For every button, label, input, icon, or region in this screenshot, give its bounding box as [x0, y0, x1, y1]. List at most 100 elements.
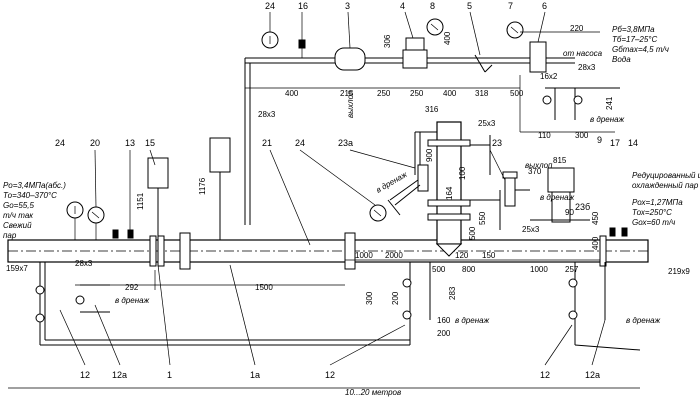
svg-text:т/ч так: т/ч так: [3, 211, 34, 220]
svg-text:1000: 1000: [355, 251, 373, 260]
svg-text:15: 15: [145, 138, 155, 148]
svg-text:в дренаж: в дренаж: [626, 316, 661, 325]
svg-text:1а: 1а: [250, 370, 260, 380]
svg-text:1: 1: [167, 370, 172, 380]
svg-text:370: 370: [528, 167, 542, 176]
svg-text:10...20 метров: 10...20 метров: [345, 388, 401, 397]
svg-text:250: 250: [410, 89, 424, 98]
svg-text:28x3: 28x3: [75, 259, 93, 268]
svg-text:200: 200: [437, 329, 451, 338]
svg-text:23: 23: [492, 138, 502, 148]
svg-text:219x9: 219x9: [668, 267, 690, 276]
svg-text:от насоса: от насоса: [563, 49, 603, 58]
svg-text:12: 12: [325, 370, 335, 380]
svg-text:90: 90: [565, 208, 574, 217]
svg-text:12а: 12а: [112, 370, 127, 380]
svg-text:400: 400: [443, 31, 452, 45]
svg-text:14: 14: [628, 138, 638, 148]
svg-text:Свежий: Свежий: [3, 221, 32, 230]
main-pipe-flanges: [149, 232, 607, 270]
params-top-right: Рб=3,8МПа Тб=17–25°С Gбmax=4,5 т/ч Вода …: [563, 25, 669, 64]
water-line: [244, 37, 575, 225]
svg-text:318: 318: [475, 89, 489, 98]
svg-text:24: 24: [295, 138, 305, 148]
svg-text:6: 6: [542, 1, 547, 11]
svg-text:20: 20: [90, 138, 100, 148]
svg-text:28x3: 28x3: [258, 110, 276, 119]
svg-text:23а: 23а: [338, 138, 353, 148]
svg-text:9: 9: [597, 135, 602, 145]
svg-text:в дренаж: в дренаж: [590, 115, 625, 124]
svg-text:12: 12: [80, 370, 90, 380]
svg-text:110: 110: [538, 131, 551, 140]
svg-text:400: 400: [285, 89, 299, 98]
svg-text:Редуцированный и: Редуцированный и: [632, 171, 700, 180]
svg-text:1000: 1000: [530, 265, 548, 274]
svg-text:8: 8: [430, 1, 435, 11]
svg-text:выхлоп: выхлоп: [346, 90, 355, 118]
svg-text:1176: 1176: [198, 177, 207, 195]
desuperheater-vessel: [387, 121, 501, 257]
svg-text:Рох=1,27МПа: Рох=1,27МПа: [632, 198, 683, 207]
svg-text:500: 500: [432, 265, 446, 274]
svg-text:16x2: 16x2: [540, 72, 558, 81]
svg-text:16: 16: [298, 1, 308, 11]
svg-text:Тб=17–25°С: Тб=17–25°С: [612, 35, 658, 44]
svg-text:241: 241: [605, 96, 614, 110]
svg-text:24: 24: [55, 138, 65, 148]
svg-text:в дренаж: в дренаж: [375, 170, 409, 195]
svg-text:Рб=3,8МПа: Рб=3,8МПа: [612, 25, 655, 34]
svg-text:300: 300: [365, 291, 374, 305]
svg-text:550: 550: [478, 211, 487, 225]
svg-text:5: 5: [467, 1, 472, 11]
svg-text:1500: 1500: [255, 283, 273, 292]
svg-text:в дренаж: в дренаж: [455, 316, 490, 325]
svg-text:24: 24: [265, 1, 275, 11]
svg-text:2000: 2000: [385, 251, 403, 260]
svg-text:Gо=55,5: Gо=55,5: [3, 201, 34, 210]
svg-text:120: 120: [455, 251, 469, 260]
svg-text:300: 300: [575, 131, 589, 140]
svg-text:283: 283: [448, 286, 457, 300]
svg-text:28x3: 28x3: [578, 63, 596, 72]
svg-text:21: 21: [262, 138, 272, 148]
right-instruments: [609, 227, 628, 237]
svg-text:100: 100: [458, 166, 467, 180]
gauge-group-top: [261, 18, 524, 58]
svg-text:Тох=250°С: Тох=250°С: [632, 208, 672, 217]
svg-text:Gох=60 т/ч: Gох=60 т/ч: [632, 218, 675, 227]
svg-text:12а: 12а: [585, 370, 600, 380]
svg-text:12: 12: [540, 370, 550, 380]
svg-text:выхлоп: выхлоп: [525, 161, 553, 170]
svg-text:450: 450: [591, 211, 600, 225]
svg-text:17: 17: [610, 138, 620, 148]
svg-text:500: 500: [468, 226, 477, 240]
svg-text:150: 150: [482, 251, 496, 260]
svg-text:160: 160: [437, 316, 451, 325]
svg-text:500: 500: [510, 89, 524, 98]
svg-text:25x3: 25x3: [478, 119, 496, 128]
svg-text:220: 220: [570, 24, 584, 33]
params-left: Ро=3,4МПа(абс.) То=340–370°С Gо=55,5 т/ч…: [3, 181, 66, 240]
leader-lines: [59, 11, 606, 366]
svg-text:4: 4: [400, 1, 405, 11]
valve-23-assembly: [502, 167, 590, 223]
svg-text:164: 164: [445, 186, 454, 200]
svg-text:3: 3: [345, 1, 350, 11]
params-right: Редуцированный и охлажденный пар Рох=1,2…: [632, 171, 700, 227]
dimension-lines: [8, 31, 640, 389]
svg-text:в дренаж: в дренаж: [115, 296, 150, 305]
dimension-labels: 220 306 400 16x2 28x3 400 215 250 250 40…: [6, 24, 690, 338]
position-labels: 24 16 3 4 8 5 7 6 9 24 20 13 15 21 24 23…: [55, 1, 638, 380]
top-right-drain-valves: [519, 75, 620, 133]
bottom-drain-lines: [35, 262, 641, 351]
svg-text:Gбmax=4,5 т/ч: Gбmax=4,5 т/ч: [612, 45, 669, 54]
svg-text:пар: пар: [3, 231, 17, 240]
svg-text:257: 257: [565, 265, 579, 274]
svg-text:292: 292: [125, 283, 139, 292]
svg-text:200: 200: [391, 291, 400, 305]
svg-text:159x7: 159x7: [6, 264, 28, 273]
svg-text:400: 400: [443, 89, 457, 98]
